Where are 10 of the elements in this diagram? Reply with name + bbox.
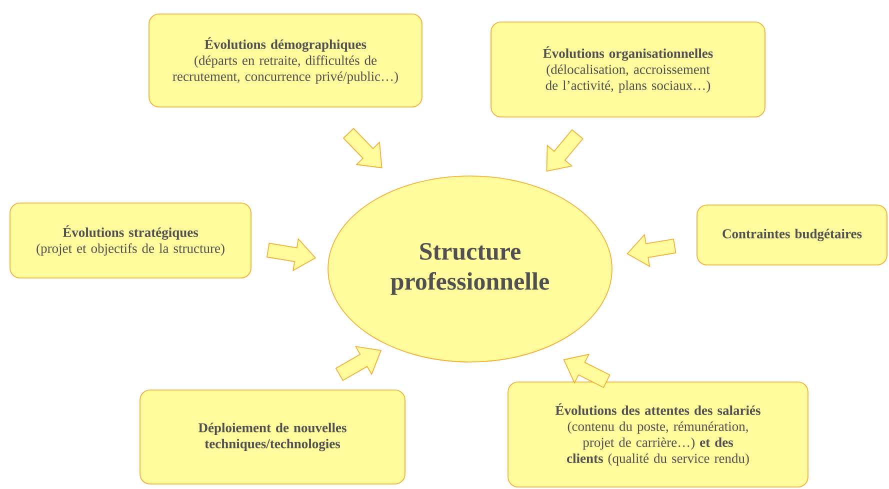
factor-box: Déploiement de nouvelles techniques/technologies: [140, 390, 406, 484]
block-arrow: [546, 129, 584, 172]
factor-box: Évolutions stratégiques (projet et objectifs de la structure): [10, 202, 252, 278]
factor-box: Évolutions démographiques (départs en retraite, difficultés de recrutement, concurrence privé/public…): [148, 14, 422, 108]
factor-box: Contraintes budgétaires: [696, 204, 888, 266]
block-arrow: [563, 354, 610, 388]
block-arrow: [626, 234, 676, 268]
factor-box: Évolutions des attentes des salariés (contenu du poste, rémunération, projet de carrière…) et des clients (qualité du service rendu): [508, 382, 808, 488]
block-arrow: [266, 238, 316, 272]
factor-box: Évolutions organisationnelles (délocalisation, accroissement de l’activité, plans sociaux…): [490, 22, 766, 118]
